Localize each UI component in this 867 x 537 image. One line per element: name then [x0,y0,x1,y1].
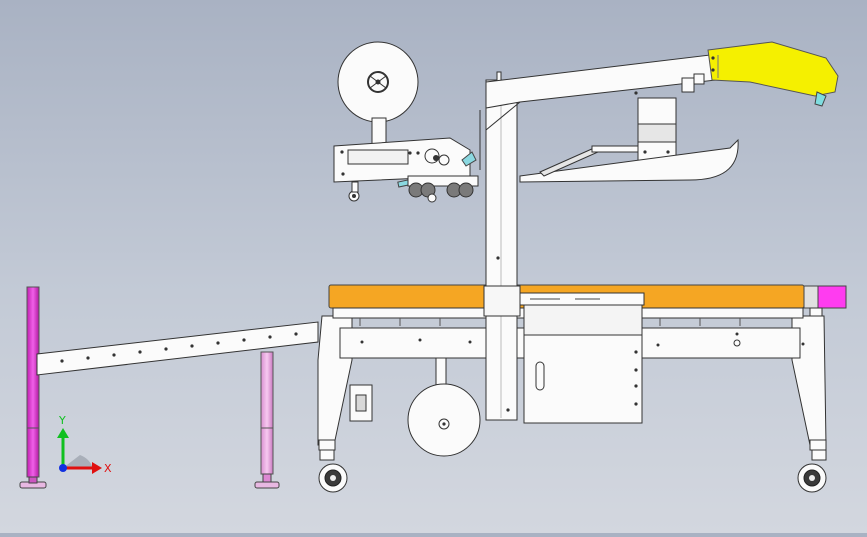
yellow-guide-plate [707,41,839,97]
coordinate-triad: Y X [57,414,112,475]
upper-arm [479,54,717,170]
control-cabinet [519,292,645,424]
infeed-left-post [26,286,40,478]
infeed-conveyor [19,286,319,489]
main-frame [317,315,827,451]
y-axis-label: Y [58,414,66,427]
infeed-right-foot [254,481,280,489]
caster-left [318,449,348,493]
bottom-tape-roll [407,357,481,457]
infeed-rail [36,321,319,376]
yellow-guide-tab [814,91,827,107]
infeed-right-leg [260,351,274,475]
top-tape-head [333,41,479,203]
folder-plate [519,138,739,183]
flap-folder [519,97,739,183]
head-rollers [348,175,479,203]
central-column [483,71,521,421]
cabinet-handle [535,361,545,391]
upper-arm-beam [485,54,717,109]
yellow-guide [707,41,839,107]
z-axis-dot [59,464,67,472]
x-axis-label: X [104,462,112,475]
infeed-rail-holes [60,332,298,363]
caster-right [797,449,827,493]
